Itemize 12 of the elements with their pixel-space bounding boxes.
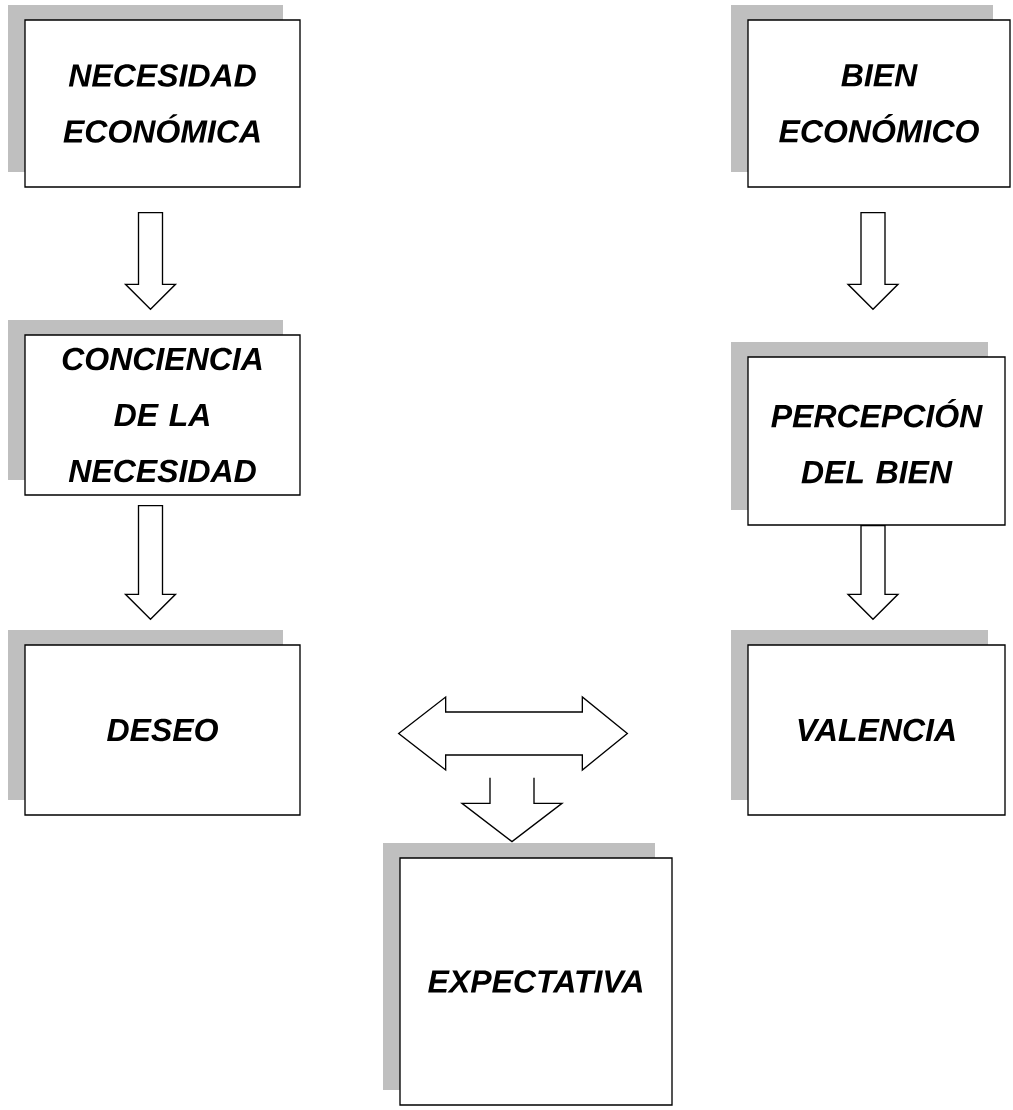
process-box: NECESIDAD ECONÓMICA	[8, 5, 301, 188]
block-arrow	[460, 777, 564, 843]
block-arrow	[846, 212, 900, 311]
block-arrow	[123, 505, 178, 621]
process-box: PERCEPCIÓN DEL BIEN	[731, 342, 1006, 526]
process-box: EXPECTATIVA	[383, 843, 673, 1106]
process-box: VALENCIA	[731, 630, 1006, 816]
block-arrow	[846, 525, 900, 621]
process-box: BIEN ECONÓMICO	[731, 5, 1011, 188]
process-box: CONCIENCIA DE LA NECESIDAD	[8, 320, 301, 496]
process-box: DESEO	[8, 630, 301, 816]
block-arrow	[123, 212, 178, 311]
